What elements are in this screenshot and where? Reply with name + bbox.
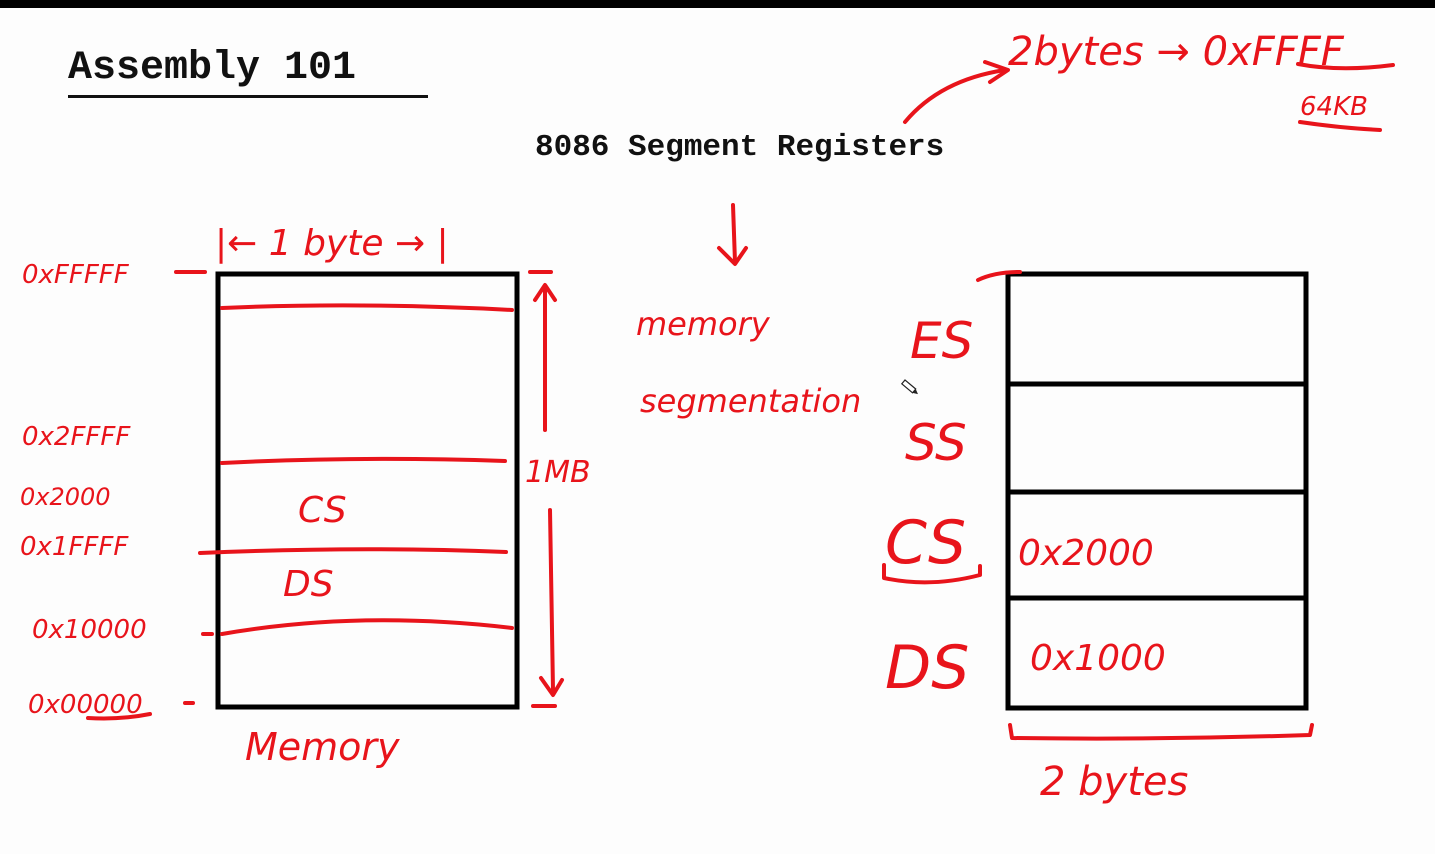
memory-line-ds-bottom: [220, 618, 514, 636]
curved-arrow: [903, 68, 1007, 124]
register-name-ds: DS: [885, 633, 969, 703]
memory-caption: Memory: [245, 725, 400, 769]
size-arrowhead: [539, 676, 564, 697]
annotation-2bytes: 2bytes → 0xFFFF: [1008, 29, 1345, 75]
annotation-segmentation: segmentation: [640, 382, 861, 420]
es-tick: [976, 270, 1022, 282]
annotation-memory: memory: [636, 305, 771, 343]
memory-segment-ds: DS: [283, 564, 334, 605]
register-name-ss: SS: [905, 414, 967, 472]
memory-line-cs-top: [220, 456, 507, 465]
address-label: 0x2000: [20, 483, 111, 511]
diagram-subtitle: 8086 Segment Registers: [535, 130, 945, 165]
register-width-brace: [1008, 723, 1314, 741]
size-underline: [1298, 120, 1382, 132]
title-underline: [68, 95, 428, 98]
register-stack: [1005, 271, 1309, 711]
address-underline: [86, 712, 152, 721]
down-arrow-shaft: [731, 203, 737, 264]
address-label: 0xFFFFF: [22, 260, 130, 290]
size-arrow-down: [548, 508, 555, 692]
address-label: 0x00000: [28, 690, 143, 720]
pencil-cursor-icon: [900, 379, 918, 395]
register-width-caption: 2 bytes: [1040, 759, 1188, 805]
address-label: 0x2FFFF: [22, 422, 131, 452]
page-title: Assembly 101: [68, 46, 357, 91]
memory-segment-cs: CS: [298, 490, 347, 531]
down-arrow-head: [717, 246, 748, 266]
ffff-underline: [1296, 62, 1395, 71]
top-bar: [0, 0, 1435, 8]
size-arrowhead: [533, 283, 557, 302]
memory-box: [215, 271, 520, 710]
register-value-ds: 0x1000: [1030, 638, 1166, 679]
register-name-cs: CS: [885, 508, 966, 578]
annotation-byte-width: |← 1 byte → |: [215, 223, 449, 264]
register-name-es: ES: [910, 312, 973, 370]
address-label: 0x1FFFF: [20, 532, 129, 562]
memory-line-top: [220, 303, 514, 312]
register-value-cs: 0x2000: [1018, 533, 1154, 574]
address-label: 0x10000: [32, 615, 147, 645]
annotation-64kb: 64KB: [1300, 92, 1368, 122]
cs-bracket: [882, 563, 982, 585]
memory-line-cs-bottom: [198, 547, 508, 555]
annotation-1mb: 1MB: [525, 455, 591, 490]
curved-arrowhead: [983, 60, 1010, 84]
